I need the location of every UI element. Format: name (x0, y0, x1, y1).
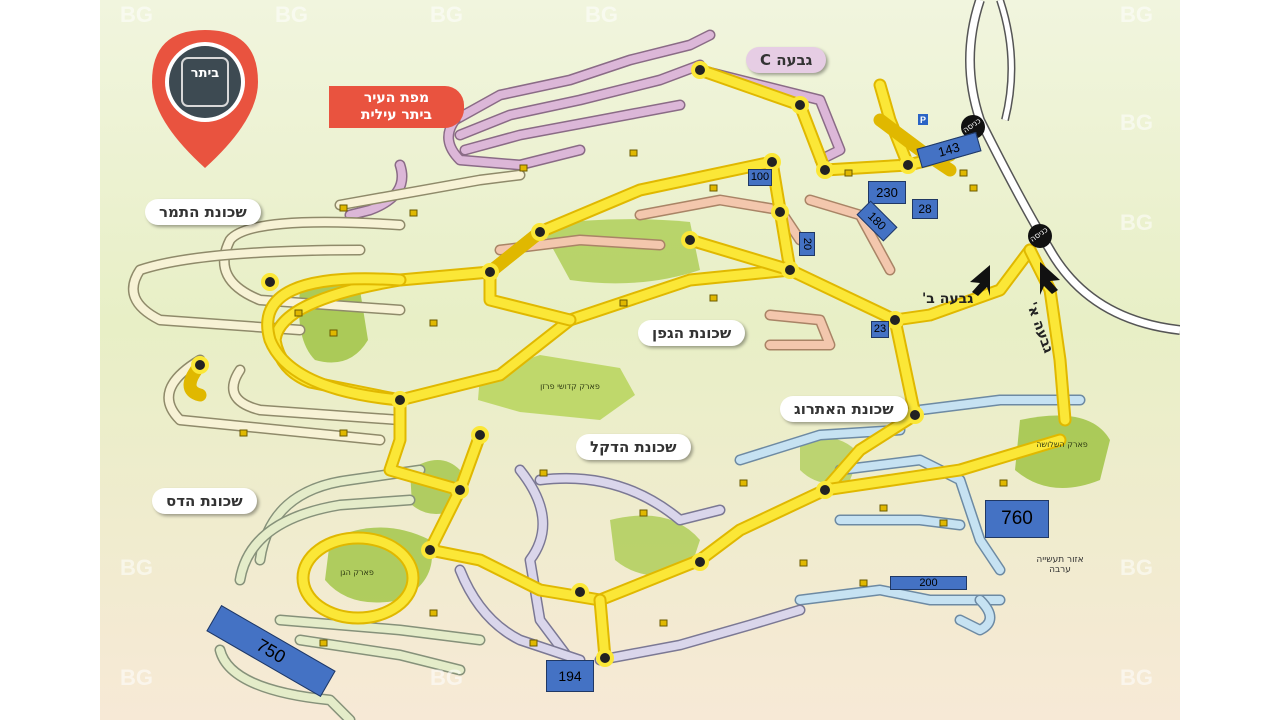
entrance-marker (961, 115, 1052, 248)
lavender-streets (454, 464, 806, 666)
map-canvas: P (100, 0, 1180, 720)
watermark: BG (430, 665, 463, 690)
label-tamar[interactable]: שכונת התמר (145, 199, 261, 225)
label-gefen[interactable]: שכונת הגפן (638, 320, 746, 346)
label-etrog[interactable]: שכונת האתרוג (780, 396, 908, 422)
poi-markers (239, 149, 1008, 647)
watermark: BG (275, 2, 308, 27)
watermark: BG (1120, 555, 1153, 580)
city-logo: ביתר (190, 66, 220, 81)
watermark: BG (120, 2, 153, 27)
watermark: BG (1120, 210, 1153, 235)
bus-route-200[interactable]: 200 (890, 576, 967, 590)
bus-route-230[interactable]: 230 (868, 181, 906, 204)
watermark: BG (1120, 665, 1153, 690)
bus-route-100[interactable]: 100 (748, 169, 772, 186)
location-pin-icon (152, 30, 258, 168)
watermark: BG (1120, 110, 1153, 135)
watermark: BG (585, 2, 618, 27)
label-dekel[interactable]: שכונת הדקל (576, 434, 691, 460)
park-label: פארק הגן (340, 568, 374, 577)
park-area (1015, 415, 1110, 488)
watermark: BG (1120, 2, 1153, 27)
hadas-streets (214, 464, 486, 720)
map-title-line1: מפת העיר (363, 90, 430, 106)
park-area (610, 515, 700, 576)
label-givat-c[interactable]: גבעה C (746, 47, 827, 73)
bus-route-28[interactable]: 28 (912, 199, 938, 219)
park-area (325, 527, 432, 603)
watermark: BG (120, 555, 153, 580)
parking-icon (918, 114, 928, 125)
watermark: BG (120, 665, 153, 690)
park-label: פארק קדושי פרזן (540, 382, 600, 391)
bus-route-194[interactable]: 194 (546, 660, 594, 692)
svg-text:P: P (920, 115, 926, 125)
map-title: מפת העיר ביתר עילית (329, 86, 464, 128)
bus-route-20[interactable]: 20 (799, 232, 815, 256)
city-map[interactable]: P ביתר מפת העיר ביתר עילית גבעה C שכונת … (100, 0, 1180, 720)
arrow-icon (970, 265, 990, 296)
arrow-icon (1040, 262, 1060, 295)
bus-route-760[interactable]: 760 (985, 500, 1049, 538)
industry-label: אזור תעשייה ערבה (1036, 555, 1084, 575)
park-area (478, 355, 635, 420)
map-title-line2: ביתר עילית (360, 107, 433, 123)
roundabouts (191, 61, 924, 667)
label-givat-b: גבעה ב' (922, 291, 974, 307)
cream-streets (127, 169, 526, 446)
park-label: פארק השלושה (1036, 440, 1088, 449)
bus-route-23[interactable]: 23 (871, 321, 889, 338)
label-hadas[interactable]: שכונת הדס (152, 488, 257, 514)
watermark: BG (430, 2, 463, 27)
